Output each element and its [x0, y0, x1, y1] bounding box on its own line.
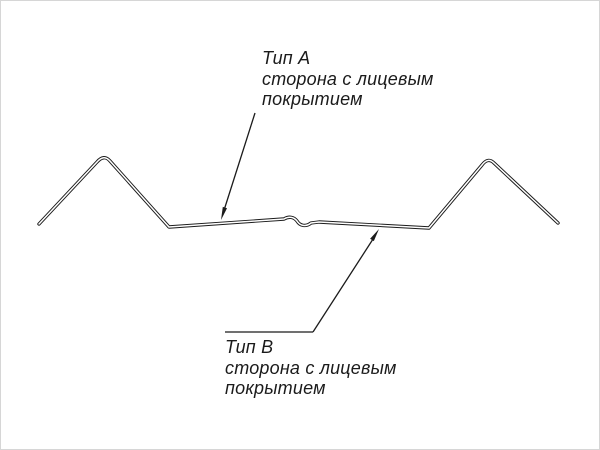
callout-type-a-line2: покрытием	[262, 89, 363, 109]
arrowhead-type-a-icon	[221, 206, 227, 220]
callout-type-a: Тип А сторона с лицевым покрытием	[262, 48, 434, 109]
callout-type-a-title: Тип А	[262, 48, 311, 68]
leader-line-type-b	[312, 235, 376, 333]
callout-type-b-title: Тип В	[225, 337, 274, 357]
callout-type-b-line2: покрытием	[225, 378, 326, 398]
arrowhead-type-b-icon	[370, 229, 379, 242]
callout-type-b: Тип В сторона с лицевым покрытием	[225, 337, 397, 398]
profile-sheet-outline	[37, 156, 560, 230]
leader-type-b	[225, 229, 379, 333]
leader-line-type-a	[221, 112, 256, 216]
callout-type-b-line1: сторона с лицевым	[225, 358, 397, 378]
leader-type-a	[221, 112, 256, 220]
callout-type-a-line1: сторона с лицевым	[262, 69, 434, 89]
